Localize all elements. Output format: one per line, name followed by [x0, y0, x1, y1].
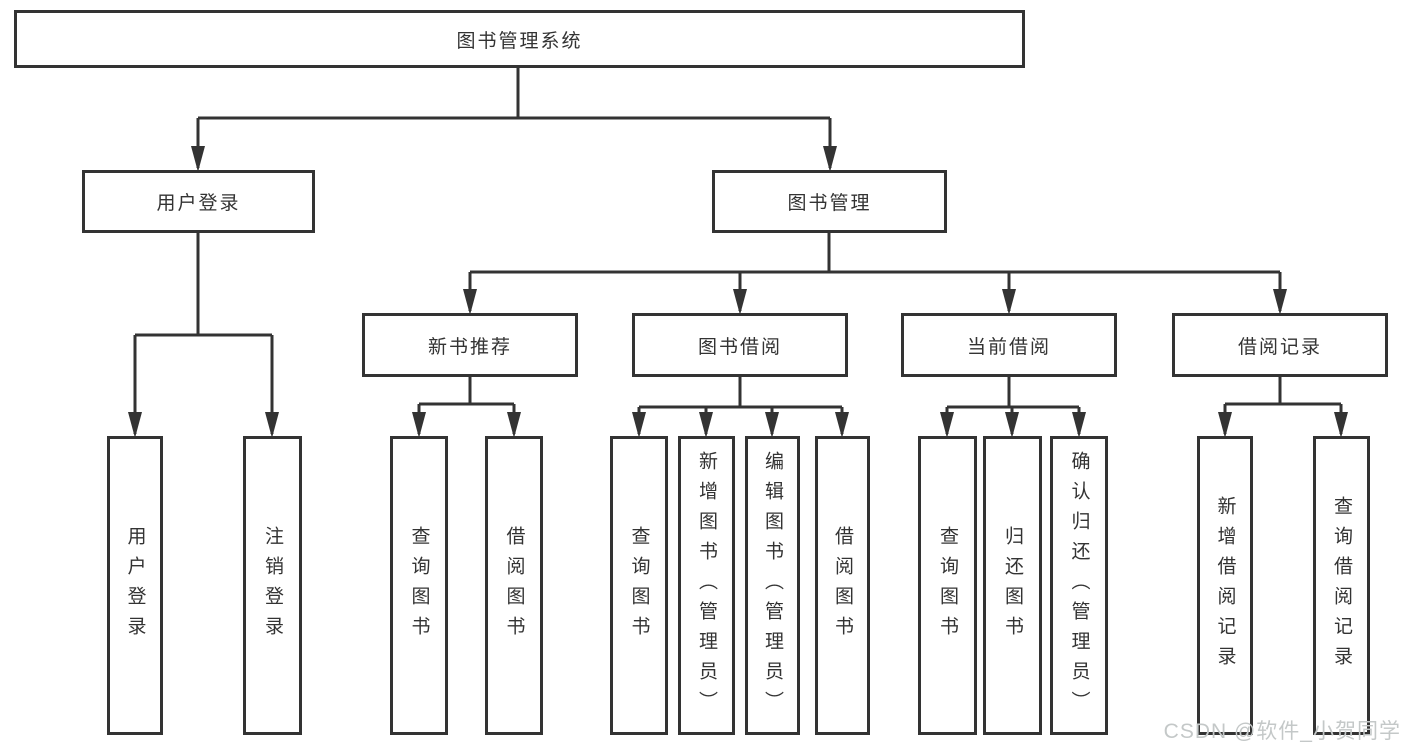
- leaf-query-books-recommend: 查询图书: [390, 436, 448, 735]
- leaf-confirm-return-admin-label: 确认归还（管理员）: [1068, 450, 1090, 721]
- leaf-borrow-books-recommend: 借阅图书: [485, 436, 543, 735]
- leaf-query-books-recommend-label: 查询图书: [408, 525, 430, 646]
- node-borrow-records-label: 借阅记录: [1237, 336, 1322, 358]
- node-book-management: 图书管理: [712, 170, 947, 233]
- leaf-return-books-label: 归还图书: [1002, 525, 1023, 646]
- leaf-query-books-current-label: 查询图书: [937, 525, 958, 646]
- leaf-borrow-books-recommend-label: 借阅图书: [503, 525, 525, 646]
- leaf-logout-label: 注销登录: [262, 525, 283, 646]
- node-book-management-label: 图书管理: [787, 193, 872, 214]
- csdn-watermark: CSDN @软件_小贺同学: [1163, 720, 1401, 743]
- leaf-borrow-books-label: 借阅图书: [832, 525, 853, 646]
- node-user-login: 用户登录: [82, 170, 315, 233]
- node-borrow-records: 借阅记录: [1172, 313, 1388, 377]
- leaf-query-books-borrow: 查询图书: [610, 436, 668, 735]
- leaf-return-books: 归还图书: [983, 436, 1042, 735]
- leaf-add-borrow-record: 新增借阅记录: [1197, 436, 1253, 735]
- node-current-borrow-label: 当前借阅: [966, 336, 1051, 358]
- leaf-query-borrow-record: 查询借阅记录: [1313, 436, 1370, 735]
- leaf-query-books-borrow-label: 查询图书: [628, 525, 650, 646]
- leaf-add-books-admin-label: 新增图书（管理员）: [696, 450, 717, 721]
- leaf-add-borrow-record-label: 新增借阅记录: [1214, 495, 1236, 676]
- node-user-login-label: 用户登录: [156, 193, 241, 214]
- node-root-label: 图书管理系统: [456, 30, 583, 52]
- leaf-edit-books-admin: 编辑图书（管理员）: [745, 436, 800, 735]
- leaf-borrow-books: 借阅图书: [815, 436, 870, 735]
- leaf-user-login-label: 用户登录: [124, 525, 146, 646]
- node-new-book-recommend-label: 新书推荐: [427, 336, 512, 358]
- node-current-borrow: 当前借阅: [901, 313, 1117, 377]
- leaf-add-books-admin: 新增图书（管理员）: [678, 436, 735, 735]
- arrowheads: [128, 146, 1348, 438]
- leaf-query-borrow-record-label: 查询借阅记录: [1331, 495, 1352, 676]
- leaf-edit-books-admin-label: 编辑图书（管理员）: [762, 450, 783, 721]
- leaf-logout: 注销登录: [243, 436, 302, 735]
- leaf-confirm-return-admin: 确认归还（管理员）: [1050, 436, 1108, 735]
- node-book-borrow: 图书借阅: [632, 313, 848, 377]
- leaf-query-books-current: 查询图书: [918, 436, 977, 735]
- node-new-book-recommend: 新书推荐: [362, 313, 578, 377]
- node-root: 图书管理系统: [14, 10, 1025, 68]
- node-book-borrow-label: 图书借阅: [697, 336, 782, 358]
- leaf-user-login: 用户登录: [107, 436, 163, 735]
